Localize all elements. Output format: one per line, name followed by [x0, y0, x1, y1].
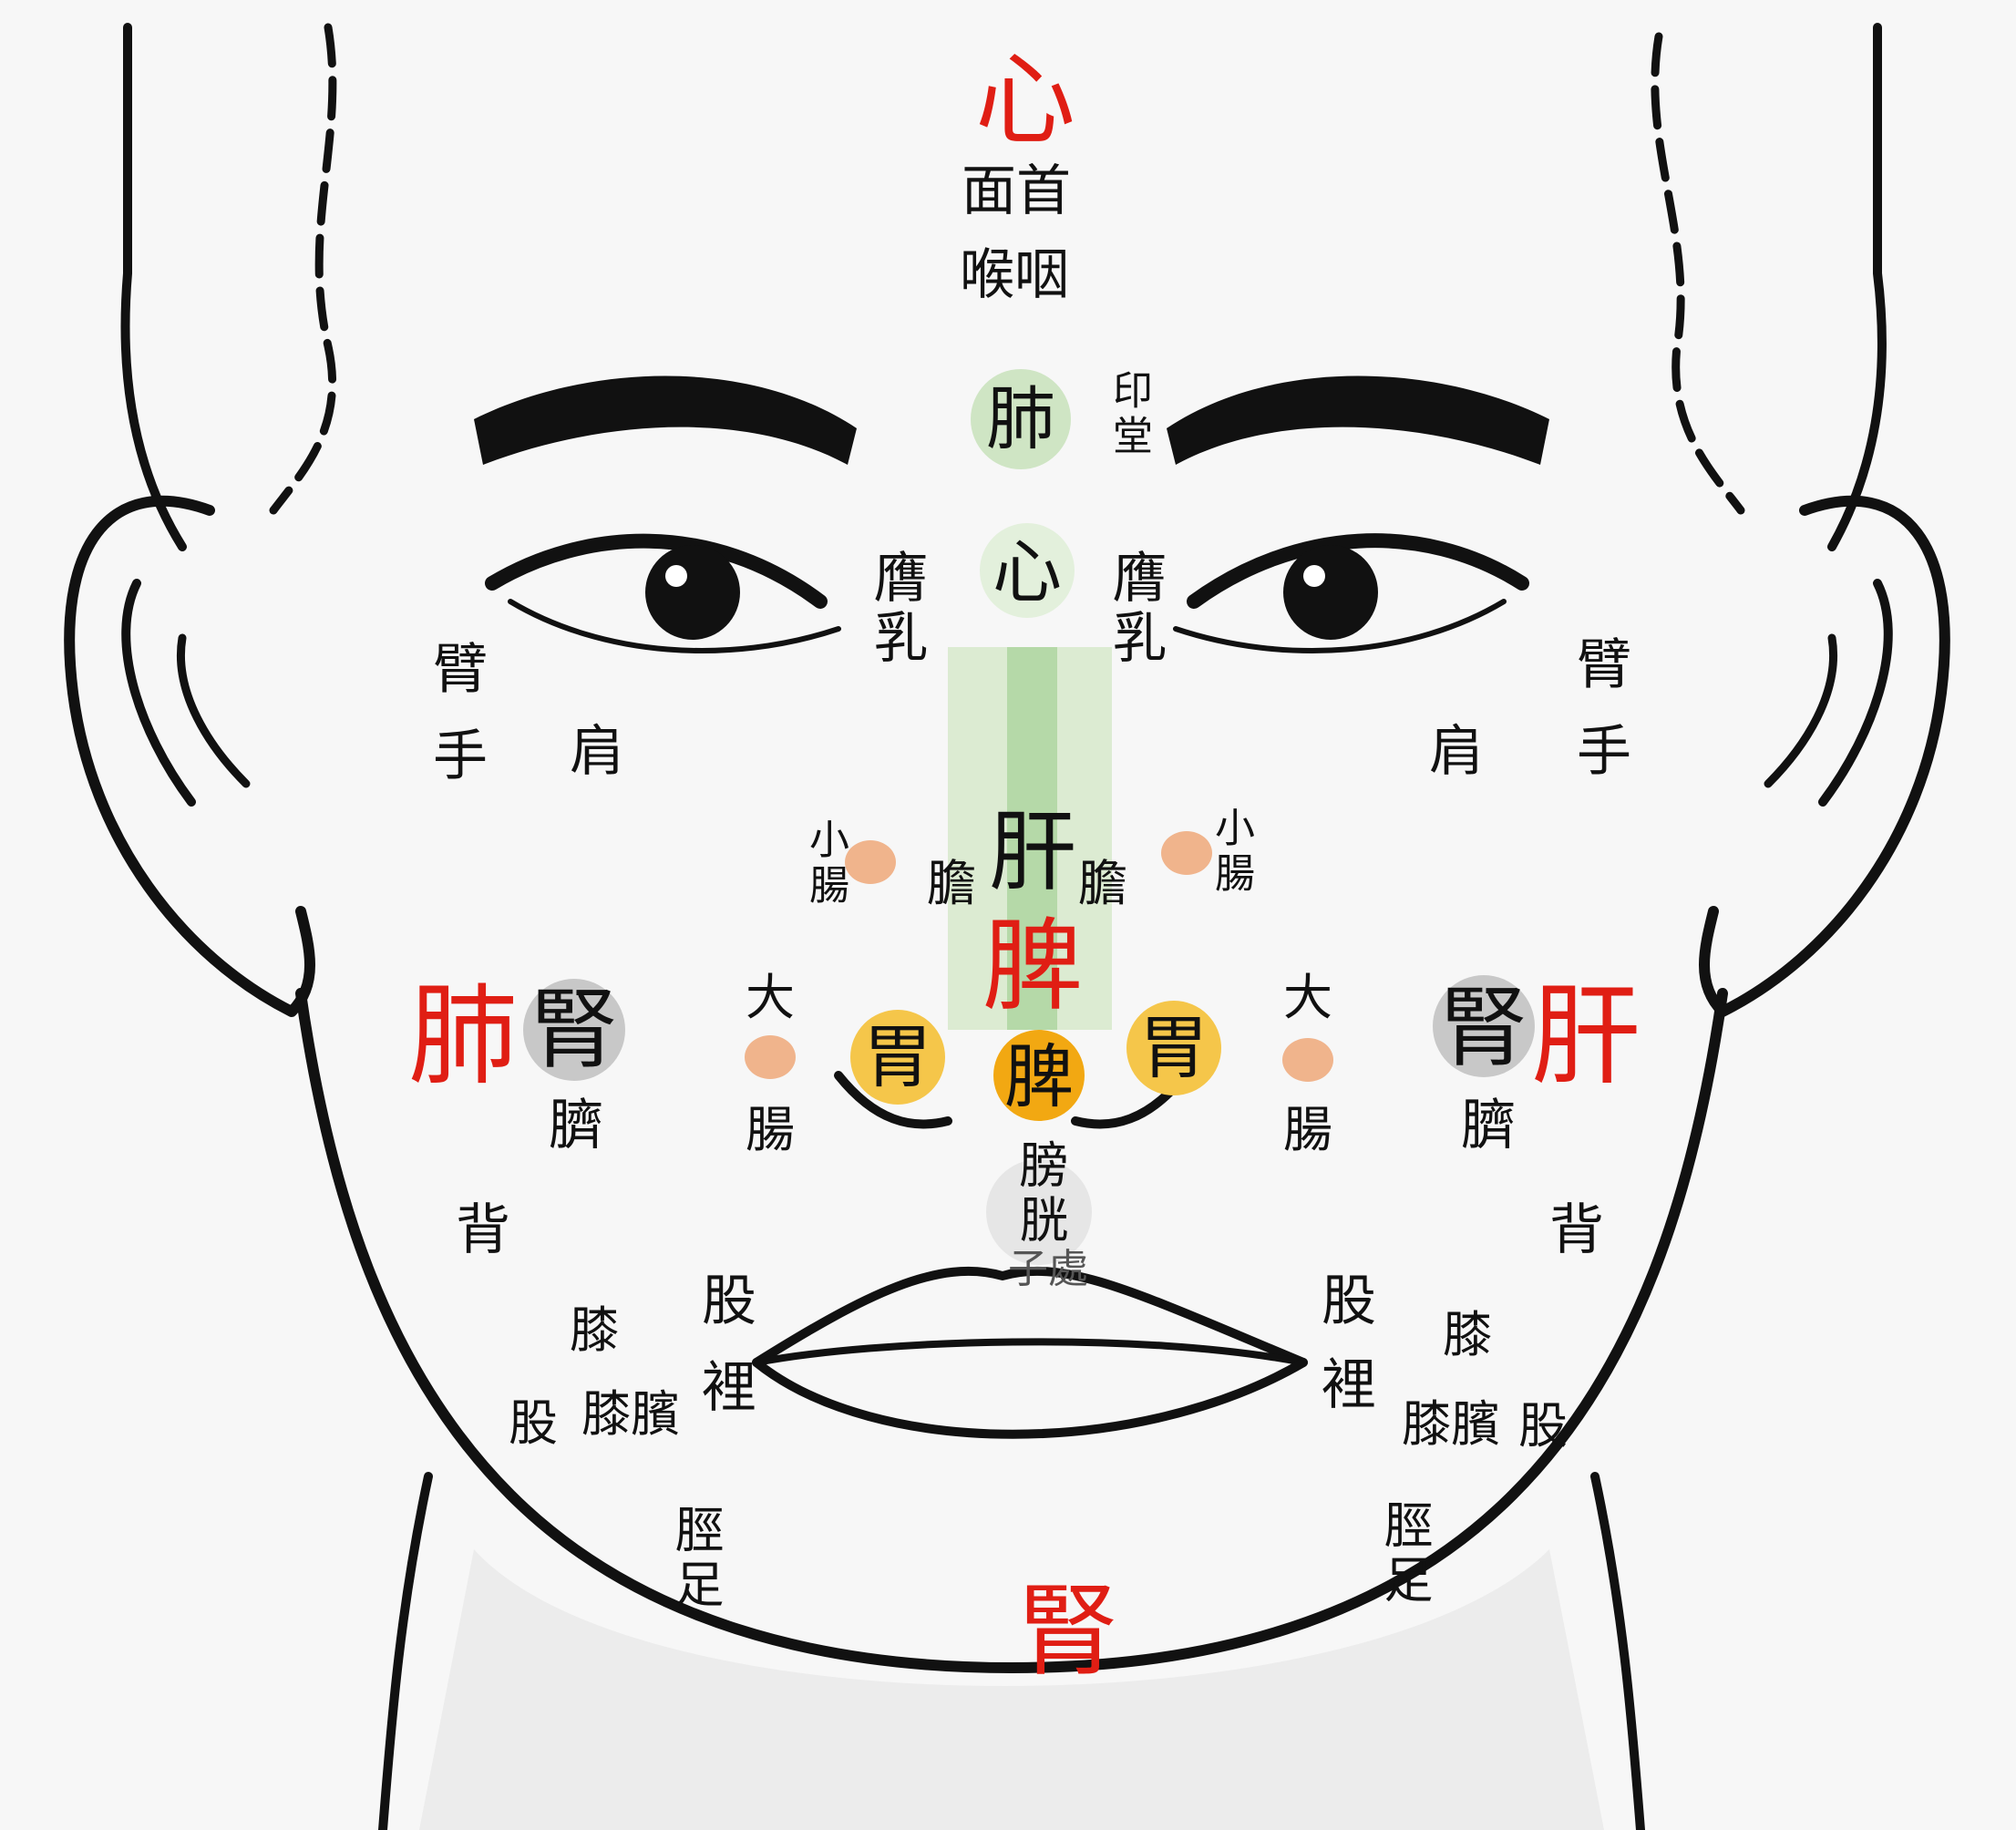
label-kneecap-right: 膝臏: [1402, 1395, 1500, 1453]
label-heart-center: 心: [993, 531, 1062, 612]
label-thigh-inner-right: 裡: [1322, 1353, 1376, 1417]
label-large-intestine-left-top: 大: [746, 969, 795, 1026]
label-spleen-nose: 脾: [982, 908, 1083, 1024]
label-spleen-tip: 脾: [1004, 1036, 1074, 1117]
label-shoulder-right: 肩: [1429, 720, 1484, 784]
label-arm-left: 臂: [433, 638, 488, 702]
label-shin-foot-left: 脛足: [666, 1504, 724, 1613]
label-liver-center: 肝: [989, 801, 1076, 903]
label-kidney-right: 腎: [1440, 977, 1527, 1079]
label-chest-breast-right: 膺乳: [1103, 549, 1167, 669]
label-shin-foot-right: 脛足: [1375, 1499, 1433, 1609]
label-gallbladder-right: 膽: [1078, 855, 1127, 912]
label-large-intestine-left-bottom: 腸: [746, 1101, 795, 1158]
label-forehead-heart: 心: [975, 42, 1075, 159]
label-lung-center: 肺: [986, 378, 1055, 459]
label-thigh-inner-left: 裡: [702, 1356, 756, 1420]
label-thigh-top-right: 股: [1322, 1270, 1376, 1333]
label-liver-side: 肝: [1531, 973, 1641, 1100]
label-thigh-right: 股: [1518, 1397, 1568, 1455]
label-gallbladder-left: 膽: [927, 855, 976, 912]
label-lung-side: 肺: [408, 973, 518, 1100]
label-small-intestine-left: 小腸: [802, 818, 849, 910]
label-navel-right: 臍: [1461, 1094, 1516, 1157]
label-chest-breast-left: 膺乳: [864, 549, 928, 669]
label-thigh-top-left: 股: [702, 1270, 756, 1333]
label-arm-right: 臂: [1577, 633, 1631, 697]
label-large-intestine-right-top: 大: [1283, 969, 1332, 1026]
label-navel-left: 臍: [549, 1094, 603, 1157]
label-knee-left: 膝: [570, 1301, 619, 1359]
label-yintang: 印堂: [1106, 369, 1152, 460]
label-face-head: 面首: [962, 159, 1071, 223]
label-bladder: 膀胱: [1011, 1139, 1068, 1249]
label-large-intestine-right-bottom: 腸: [1283, 1101, 1332, 1158]
label-hand-left: 手: [433, 725, 488, 788]
label-knee-right: 膝: [1443, 1306, 1492, 1363]
label-throat: 喉咽: [960, 243, 1069, 307]
label-back-left: 背: [456, 1198, 510, 1262]
label-shoulder-left: 肩: [570, 720, 624, 784]
label-stomach-right: 胃: [1139, 1007, 1209, 1088]
label-kidney-chin: 腎: [1018, 1573, 1118, 1690]
label-kidney-left: 腎: [530, 979, 618, 1081]
label-back-right: 背: [1549, 1198, 1604, 1262]
label-kneecap-left: 膝臏: [581, 1385, 680, 1443]
label-small-intestine-right: 小腸: [1208, 807, 1254, 898]
label-stomach-left: 胃: [863, 1016, 932, 1097]
label-hand-right: 手: [1577, 720, 1631, 784]
label-uterus: 子處: [1008, 1246, 1088, 1292]
label-thigh-left: 股: [509, 1394, 558, 1452]
